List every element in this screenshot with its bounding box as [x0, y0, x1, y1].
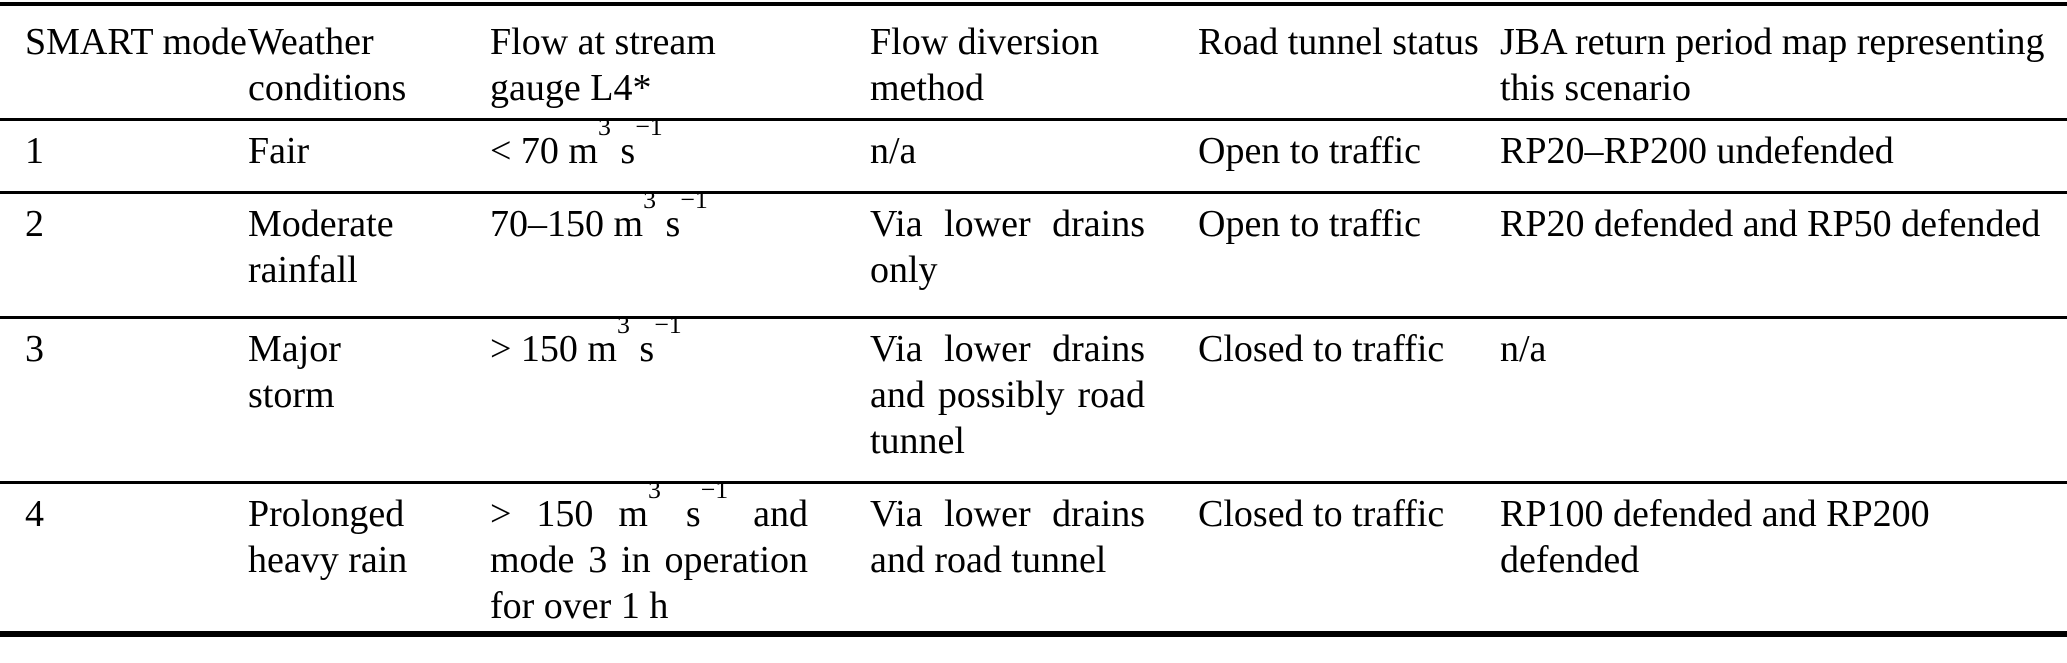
weather-cell: Moderate rainfall: [248, 202, 394, 291]
flow-value: > 150 m: [490, 492, 648, 535]
header-smart-mode: SMART mode: [25, 21, 247, 63]
flow-cell: > 150 m3 s−1 and mode 3 in operation for…: [490, 476, 870, 634]
mode-cell: 3: [25, 327, 44, 370]
diversion-cell: Via lower drains only: [870, 202, 1145, 291]
diversion-cell: Via lower drains and road tunnel: [870, 492, 1145, 581]
flow-unit-exponent: −1: [680, 184, 708, 214]
flow-extra: and mode 3 in operation for over 1 h: [490, 492, 808, 627]
flow-value: > 150 m: [490, 327, 617, 370]
flow-cell: < 70 m3 s−1: [490, 113, 870, 192]
jba-map-cell: n/a: [1500, 327, 1547, 370]
weather-cell: Fair: [248, 129, 310, 172]
flow-cell: > 150 m3 s−1: [490, 311, 870, 482]
flow-unit: s: [660, 492, 701, 535]
table-row-mode-3: 3 Major storm > 150 m3 s−1 Via lower dra…: [0, 311, 2067, 482]
flow-exponent: 3: [617, 309, 630, 339]
flow-cell: 70–150 m3 s−1: [490, 186, 870, 317]
flow-unit: s: [655, 202, 681, 245]
weather-cell: Prolonged heavy rain: [248, 492, 408, 581]
flow-exponent: 3: [643, 184, 656, 214]
smart-modes-table: SMART mode Weather conditions Flow at st…: [0, 2, 2067, 637]
table-row-mode-1: 1 Fair < 70 m3 s−1 n/a Open to traffic R…: [0, 113, 2067, 192]
mode-cell: 4: [25, 492, 44, 535]
flow-unit: s: [629, 327, 655, 370]
diversion-cell: Via lower drains and possibly road tunne…: [870, 327, 1145, 462]
mode-cell: 2: [25, 202, 44, 245]
diversion-cell: n/a: [870, 129, 917, 172]
header-road-tunnel-status: Road tunnel status: [1198, 21, 1479, 63]
table-row-mode-4: 4 Prolonged heavy rain > 150 m3 s−1 and …: [0, 476, 2067, 634]
flow-value: < 70 m: [490, 129, 598, 172]
jba-map-cell: RP20–RP200 undefended: [1500, 129, 1894, 172]
header-flow-diversion: Flow diversion method: [870, 21, 1100, 109]
table-row-mode-2: 2 Moderate rainfall 70–150 m3 s−1 Via lo…: [0, 186, 2067, 317]
header-weather-conditions: Weather conditions: [248, 21, 407, 109]
flow-unit: s: [610, 129, 636, 172]
tunnel-status-cell: Open to traffic: [1198, 129, 1421, 172]
flow-value: 70–150 m: [490, 202, 644, 245]
tunnel-status-cell: Closed to traffic: [1198, 492, 1445, 535]
header-jba-return-period: JBA return period map representing this …: [1500, 21, 2045, 109]
flow-unit-exponent: −1: [635, 111, 663, 141]
tunnel-status-cell: Open to traffic: [1198, 202, 1421, 245]
flow-exponent: 3: [647, 474, 661, 504]
flow-unit-exponent: −1: [700, 474, 729, 504]
jba-map-cell: RP20 defended and RP50 defended: [1500, 202, 2041, 245]
flow-unit-exponent: −1: [654, 309, 682, 339]
header-row: SMART mode Weather conditions Flow at st…: [0, 4, 2067, 119]
header-flow-gauge: Flow at stream gauge L4*: [490, 21, 716, 109]
tunnel-status-cell: Closed to traffic: [1198, 327, 1445, 370]
weather-cell: Major storm: [248, 327, 341, 416]
jba-map-cell: RP100 defended and RP200 defended: [1500, 492, 1930, 581]
mode-cell: 1: [25, 129, 44, 172]
flow-exponent: 3: [598, 111, 611, 141]
